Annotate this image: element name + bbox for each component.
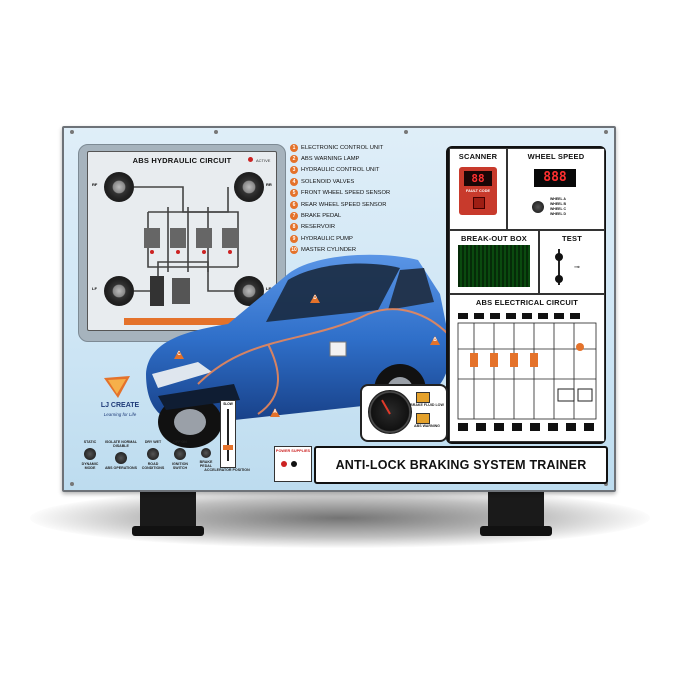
breakout-socket-grid[interactable] <box>458 245 530 287</box>
power-supplies-panel: POWER SUPPLIES <box>274 446 312 482</box>
accelerator-slider[interactable]: SLOW <box>220 400 236 468</box>
active-led <box>248 157 253 162</box>
control-dynamic-mode: STATIC DYNAMIC MODE <box>81 440 99 470</box>
abs-warning-lamp <box>416 413 430 424</box>
wheel-label-rr: RR <box>266 182 272 187</box>
floor-shadow <box>30 488 650 548</box>
test-symbol-icon: ⊸ <box>574 264 580 271</box>
power-socket[interactable] <box>291 461 297 467</box>
accelerator-top-label: SLOW <box>223 402 233 406</box>
brand-logo: LJ CREATE Learning for Life <box>90 374 150 434</box>
scanner-body: 88 FAULT CODE <box>459 167 497 215</box>
active-label: ACTIVE <box>256 158 271 163</box>
speedometer-gauge <box>368 390 412 434</box>
brake-pedal-button[interactable] <box>201 448 211 458</box>
marker-c: C <box>174 350 184 359</box>
wheel-rf <box>104 172 134 202</box>
car-illustration <box>146 254 451 448</box>
electrical-diagram <box>457 313 597 431</box>
test-line <box>558 249 560 285</box>
electrical-circuit-panel: ABS ELECTRICAL CIRCUIT <box>449 294 605 442</box>
hydraulic-diagram: ABS HYDRAULIC CIRCUIT ACTIVE RF RR LF LR <box>87 151 277 331</box>
power-led <box>281 461 287 467</box>
screw <box>604 482 608 486</box>
screw <box>604 130 608 134</box>
wheel-lf <box>104 276 134 306</box>
power-supplies-label: POWER SUPPLIES <box>275 449 311 453</box>
fault-code-label: FAULT CODE <box>466 189 490 193</box>
breakout-title: BREAK-OUT BOX <box>461 234 527 243</box>
brake-fluid-label: BRAKE FLUID LOW <box>410 403 444 407</box>
wheel-speed-display: 888 <box>534 169 576 187</box>
test-socket-top[interactable] <box>555 253 563 261</box>
marker-a: A <box>270 408 280 417</box>
wheel-label-lf: LF <box>92 286 97 291</box>
marker-b: B <box>430 336 440 345</box>
test-socket-bottom[interactable] <box>555 275 563 283</box>
wheel-speed-title: WHEEL SPEED <box>527 152 585 161</box>
screw <box>404 130 408 134</box>
control-brake-pedal: BRAKE PEDAL <box>194 444 218 468</box>
control-abs-operations: ISOLATE NORMAL DISABLE ABS OPERATIONS <box>104 440 138 470</box>
scanner-title: SCANNER <box>458 152 498 161</box>
hydraulic-lines <box>124 186 240 325</box>
gauge-needle <box>381 399 391 415</box>
wheel-rr <box>234 172 264 202</box>
main-title: ANTI-LOCK BRAKING SYSTEM TRAINER <box>335 458 587 472</box>
breakout-box-panel: BREAK-OUT BOX <box>449 230 539 294</box>
test-panel: TEST ⊸ <box>539 230 605 294</box>
wheel-speed-panel: WHEEL SPEED 888 WHEEL A WHEEL B WHEEL C … <box>507 148 605 230</box>
accelerator-label: ACCELERATOR POSITION <box>204 468 250 472</box>
ignition-switch[interactable] <box>174 448 186 460</box>
fault-code-button[interactable] <box>473 197 485 209</box>
dashboard-panel: BRAKE FLUID LOW ABS WARNING <box>360 384 448 442</box>
marker-d: D <box>310 294 320 303</box>
wheel-label-rf: RF <box>92 182 98 187</box>
screw <box>70 482 74 486</box>
trainer-board: ABS HYDRAULIC CIRCUIT ACTIVE RF RR LF LR <box>62 126 616 492</box>
accelerator-handle[interactable] <box>223 445 233 450</box>
road-conditions-knob[interactable] <box>147 448 159 460</box>
screw <box>214 130 218 134</box>
screw <box>70 130 74 134</box>
control-road-conditions: DRY WET ROAD CONDITIONS <box>141 440 165 470</box>
dynamic-mode-switch[interactable] <box>84 448 96 460</box>
title-banner: ANTI-LOCK BRAKING SYSTEM TRAINER <box>314 446 608 484</box>
wheel-selector-knob[interactable] <box>532 201 544 213</box>
test-title: TEST <box>562 234 582 243</box>
scanner-panel: SCANNER 88 FAULT CODE <box>449 148 507 230</box>
wheel-selector-labels: WHEEL A WHEEL B WHEEL C WHEEL D <box>550 197 567 216</box>
abs-warning-label: ABS WARNING <box>414 424 440 428</box>
brake-fluid-lamp <box>416 392 430 403</box>
wheel-label-lr: LR <box>266 286 272 291</box>
control-ignition: OFF ON IGNITION SWITCH <box>172 440 188 470</box>
hydraulic-panel-title: ABS HYDRAULIC CIRCUIT <box>132 156 232 165</box>
accelerator-track <box>227 409 229 461</box>
scanner-display: 88 <box>464 171 492 186</box>
electrical-title: ABS ELECTRICAL CIRCUIT <box>475 298 579 307</box>
abs-operations-knob[interactable] <box>115 452 127 464</box>
brand-emblem-icon <box>104 376 130 398</box>
control-row: STATIC DYNAMIC MODE ISOLATE NORMAL DISAB… <box>78 440 208 480</box>
brand-tagline: Learning for Life <box>103 412 137 417</box>
brand-name: LJ CREATE <box>100 402 140 409</box>
